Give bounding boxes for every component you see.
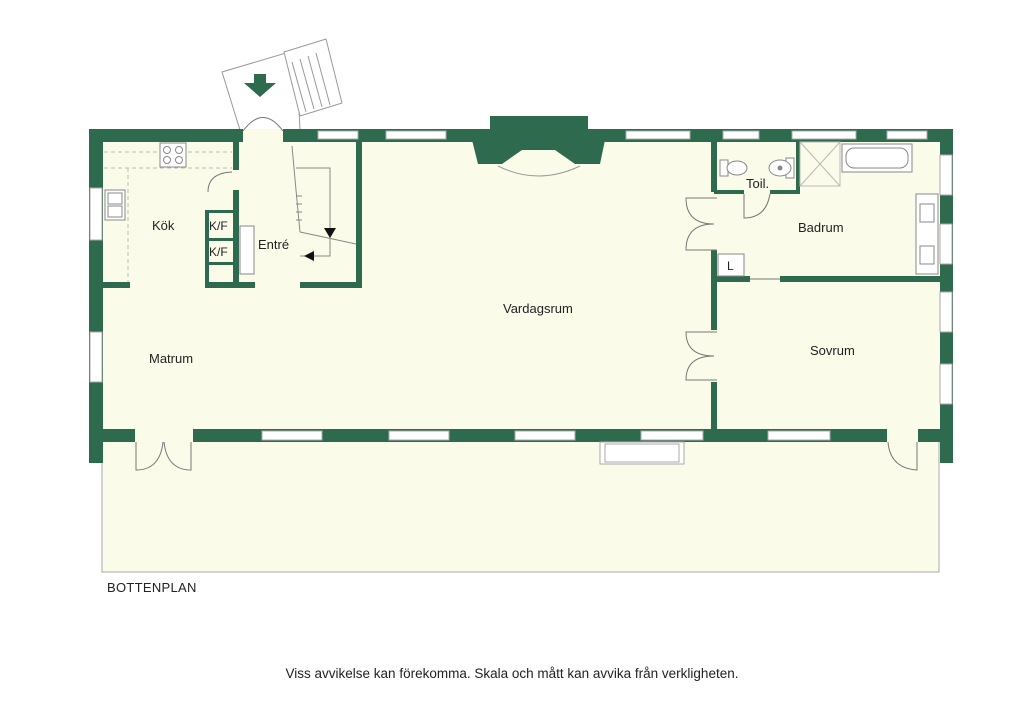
windows: [89, 130, 953, 465]
stair-arrow-left-icon: [304, 251, 314, 261]
door-swings: [135, 117, 918, 471]
washbasin-icon: [768, 157, 795, 179]
fireplace-hearth: [497, 165, 581, 177]
fixture-label-l: L: [727, 259, 734, 273]
shower-area: [799, 141, 841, 187]
sink-icon: [104, 189, 126, 221]
interior-walls: [100, 140, 944, 434]
laundry-box: [717, 253, 745, 277]
door-openings: [135, 129, 918, 442]
entrance-arrow-icon: [244, 74, 276, 97]
disclaimer-text: Viss avvikelse kan förekomma. Skala och …: [285, 666, 739, 681]
terrace: [101, 439, 940, 573]
plan-title: BOTTENPLAN: [107, 580, 197, 595]
fixture-label-kf-1: K/F: [209, 219, 228, 233]
toilet-icon: [719, 159, 748, 177]
entrance-steps: [221, 38, 343, 131]
room-label-entre: Entré: [258, 237, 289, 252]
room-label-vardagsrum: Vardagsrum: [503, 301, 573, 316]
fixture-label-kf-2: K/F: [209, 245, 228, 259]
bathtub-icon: [841, 143, 913, 173]
room-label-matrum: Matrum: [149, 351, 193, 366]
room-label-kok: Kök: [152, 218, 175, 233]
room-label-badrum: Badrum: [798, 220, 844, 235]
room-label-sovrum: Sovrum: [810, 343, 855, 358]
room-label-toil: Toil.: [746, 176, 769, 191]
bath-cabinet: [915, 193, 939, 275]
counter-entre: [239, 225, 255, 275]
stove-icon: [159, 142, 187, 168]
stair-arrow-down-icon: [324, 228, 336, 238]
